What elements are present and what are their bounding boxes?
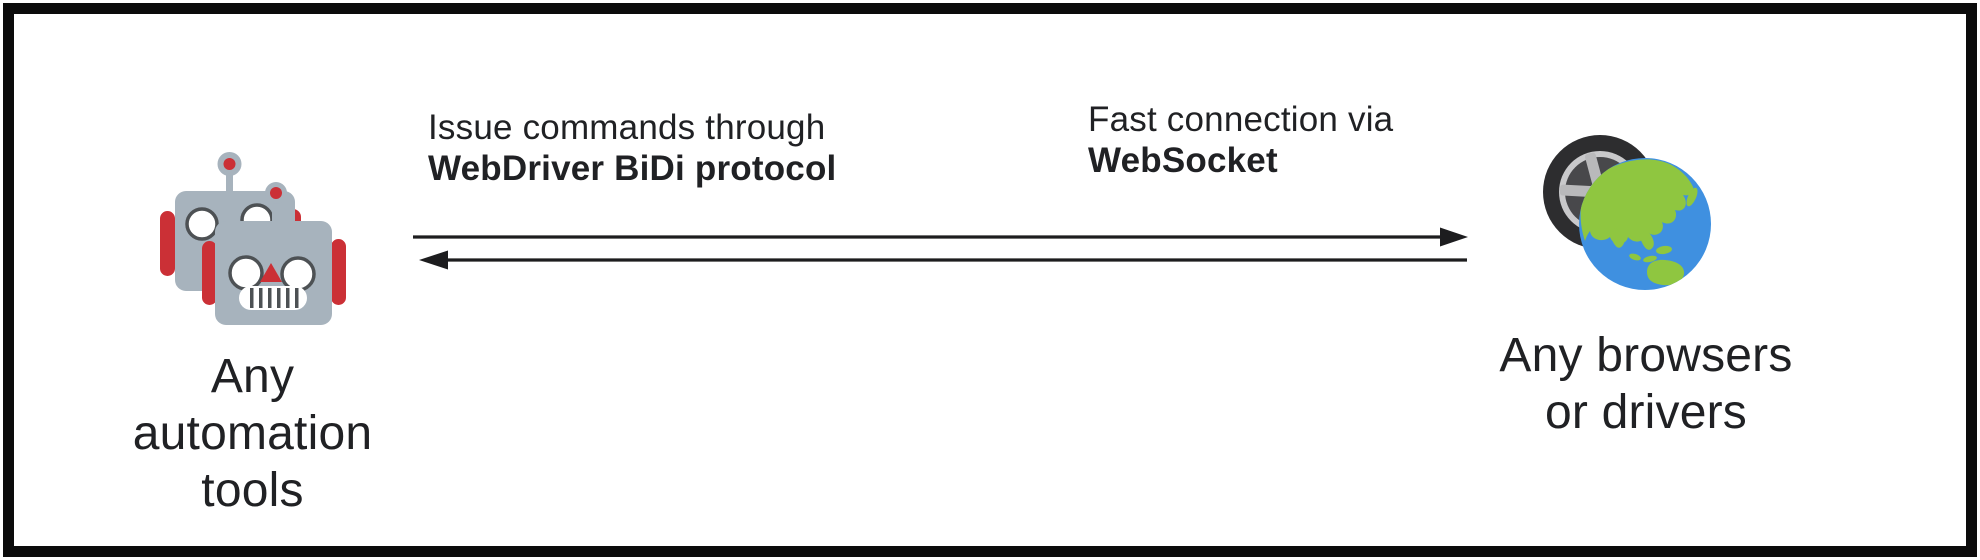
command-protocol-label: Issue commands through WebDriver BiDi pr…	[428, 107, 836, 189]
command-label-line1: Issue commands through	[428, 108, 826, 147]
label-line: or drivers	[1544, 386, 1748, 439]
command-label-line2: WebDriver BiDi protocol	[428, 149, 837, 188]
connection-label: Fast connection via WebSocket	[1088, 99, 1393, 181]
bidi-arrows	[413, 227, 1468, 270]
arrowhead-right	[1440, 227, 1468, 247]
label-line: Any browsers	[1499, 329, 1793, 382]
label-line: automation	[132, 407, 373, 460]
connection-label-line2: WebSocket	[1088, 141, 1278, 180]
automation-tools-label: Any automation tools	[105, 348, 400, 519]
browsers-drivers-label: Any browsers or drivers	[1446, 327, 1846, 441]
connection-label-line1: Fast connection via	[1088, 100, 1394, 139]
globe	[1579, 158, 1711, 290]
robot-front	[202, 182, 346, 325]
arrowhead-left	[419, 250, 448, 270]
label-line: Any	[210, 350, 295, 403]
globe-wheel-icon	[1543, 135, 1711, 290]
label-line: tools	[201, 464, 304, 517]
robots-icon	[160, 152, 346, 325]
